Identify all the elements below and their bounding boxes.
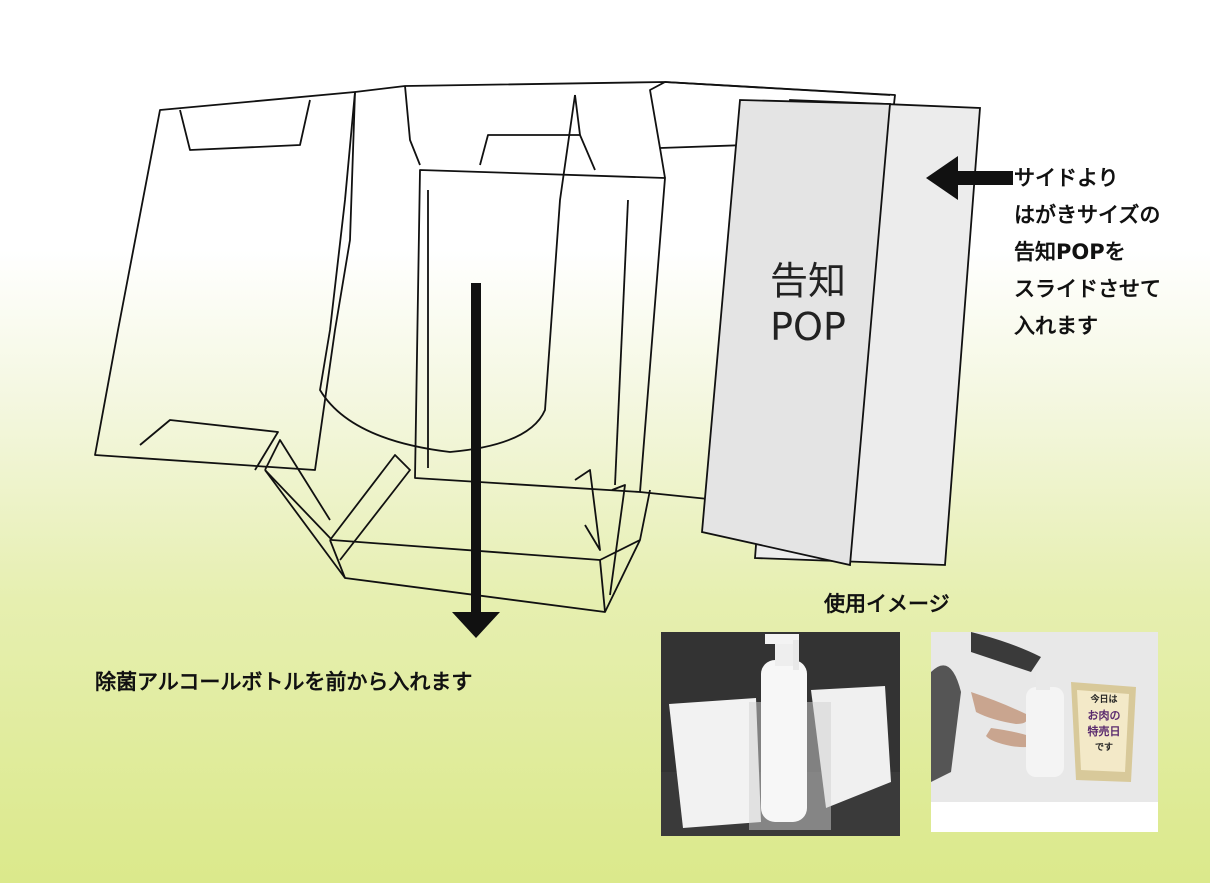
usage-photo-2-drawing [931,632,1158,832]
sign-text-line: です [1094,743,1113,753]
side-note: サイドより はがきサイズの 告知POPを スライドさせて 入れます [1014,160,1161,345]
pop-card-front [701,99,891,567]
side-note-line: スライドさせて [1014,277,1161,301]
usage-photo-2: 今日は お肉の 特売日 です [931,632,1158,832]
arrow-left-icon [926,156,1013,200]
sign-text-line: 今日は [1090,695,1118,705]
side-note-line: 告知POPを [1014,240,1126,264]
sign-text-line: お肉の [1087,709,1121,722]
back-panel [319,91,576,453]
usage-title: 使用イメージ [824,592,950,616]
pop-card-label-line1: 告知 [769,259,846,303]
usage-photo-1 [661,632,900,836]
bottle-instruction: 除菌アルコールボトルを前から入れます [95,670,473,694]
side-note-line: はがきサイズの [1014,203,1161,227]
pop-card-label: 告知 POP [748,258,868,350]
sign-text: 今日は お肉の 特売日 です [1081,692,1127,756]
left-wing-panel [94,91,356,471]
sign-text-line: 特売日 [1087,725,1121,738]
side-note-line: サイドより [1014,166,1119,190]
arrow-down-icon [452,283,500,638]
side-note-line: 入れます [1014,314,1098,338]
usage-photo-1-drawing [661,632,900,836]
pop-card-label-line2: POP [770,305,846,349]
